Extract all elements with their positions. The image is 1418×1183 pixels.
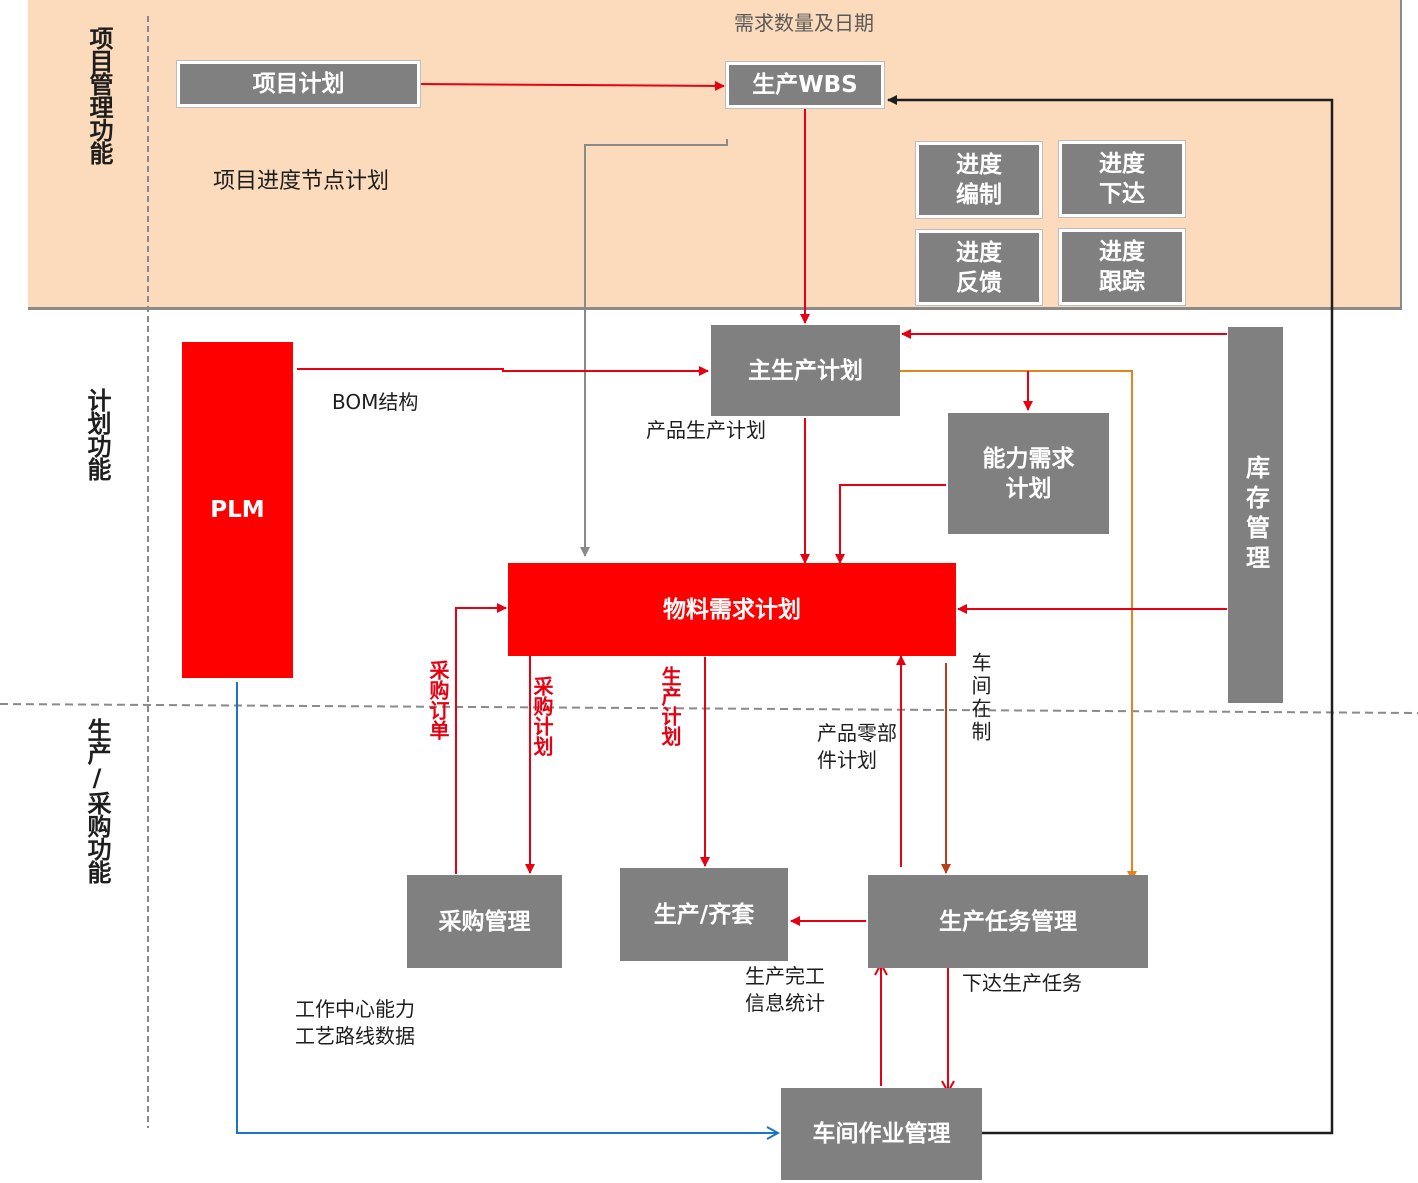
- node-production-wbs[interactable]: 生产WBS: [725, 61, 885, 109]
- label-milestone-plan: 项目进度节点计划: [213, 169, 390, 194]
- node-schedule-compile[interactable]: 进度 编制: [915, 141, 1043, 219]
- label-completion-stats: 生产完工 信息统计: [745, 964, 825, 1015]
- project-management-band: [28, 0, 1402, 310]
- arrow-purchasing-to-mrp: [455, 603, 507, 874]
- lane-title-production: 生产/采购功能: [83, 718, 111, 883]
- label-purchase-order: 采购订单: [426, 660, 450, 740]
- node-master-schedule[interactable]: 主生产计划: [711, 325, 900, 416]
- node-inventory[interactable]: 库存管理: [1228, 327, 1283, 703]
- lane-title-planning: 计划功能: [83, 388, 111, 480]
- node-mrp[interactable]: 物料需求计划: [508, 563, 956, 656]
- node-project-plan[interactable]: 项目计划: [176, 60, 421, 108]
- arrow-plm-to-master-schedule: [297, 366, 709, 376]
- node-schedule-feedback[interactable]: 进度 反馈: [915, 229, 1043, 306]
- label-issue-tasks: 下达生产任务: [962, 971, 1082, 995]
- label-parts-plan: 产品零部 件计划: [817, 721, 897, 772]
- label-production-plan: 生产计划: [658, 666, 682, 746]
- lane-title-project: 项目管理功能: [85, 26, 113, 164]
- label-workcenter-routing: 工作中心能力 工艺路线数据: [295, 997, 415, 1048]
- node-plm[interactable]: PLM: [182, 342, 293, 678]
- label-wip: 车间在制: [968, 652, 992, 744]
- node-shop-floor[interactable]: 车间作业管理: [781, 1088, 982, 1180]
- label-demand-qty-date: 需求数量及日期: [734, 11, 874, 35]
- node-purchasing[interactable]: 采购管理: [407, 875, 562, 968]
- node-task-management[interactable]: 生产任务管理: [868, 875, 1148, 968]
- label-product-production-plan: 产品生产计划: [646, 418, 766, 442]
- arrow-capacity-to-mrp: [835, 484, 946, 564]
- label-purchase-plan: 采购计划: [530, 676, 554, 756]
- label-bom-structure: BOM结构: [332, 390, 419, 414]
- node-capacity-plan[interactable]: 能力需求 计划: [948, 413, 1109, 534]
- node-schedule-issue[interactable]: 进度 下达: [1058, 140, 1186, 218]
- lane-divider-horizontal: [0, 703, 1418, 714]
- node-production-kitting[interactable]: 生产/齐套: [620, 868, 788, 961]
- node-schedule-track[interactable]: 进度 跟踪: [1058, 228, 1186, 306]
